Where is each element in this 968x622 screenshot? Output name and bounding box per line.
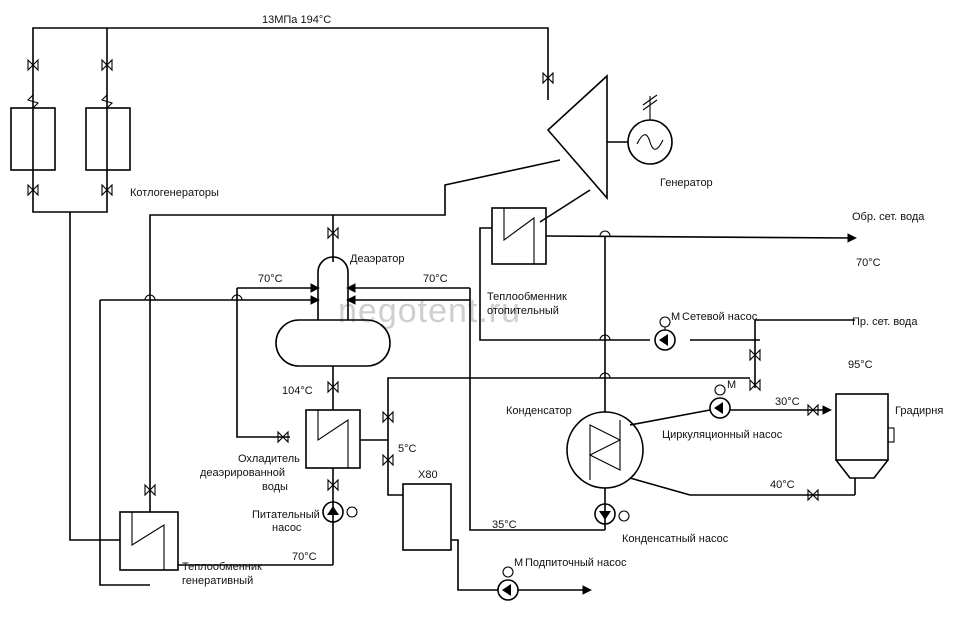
label-temp-70-bottom: 70°C	[292, 551, 317, 563]
makeup-pump-icon	[497, 566, 519, 601]
watermark-text: negotent.ru	[338, 292, 521, 330]
heater-loop	[479, 227, 855, 388]
label-supply-water: Пр. сет. вода	[852, 316, 918, 328]
label-temp-return: 70°C	[856, 257, 881, 269]
label-heating-exchanger-1: Теплообменник	[487, 291, 567, 303]
crossing-marks	[144, 230, 611, 379]
valve-icon	[749, 348, 761, 362]
valve-icon	[277, 430, 289, 444]
label-temp-104: 104°C	[282, 385, 313, 397]
label-feed-pump-1: Питательный	[252, 509, 320, 521]
valve-icon	[382, 453, 394, 467]
label-temp-supply: 95°C	[848, 359, 873, 371]
valve-icon	[327, 478, 339, 492]
label-temp-40: 40°C	[770, 479, 795, 491]
heating-heat-exchanger	[491, 207, 547, 265]
valve-icon	[144, 483, 156, 497]
makeup-water-line	[360, 377, 750, 496]
feed-pump-icon	[322, 501, 358, 523]
label-generator: Генератор	[660, 177, 713, 189]
turbine-to-heater-line	[539, 189, 591, 223]
deaerator-column	[317, 256, 349, 320]
valve-icon	[27, 58, 554, 197]
x80-unit	[402, 483, 452, 551]
label-circulation-pump: Циркуляционный насос	[662, 429, 783, 441]
condenser	[566, 236, 644, 530]
label-temp-35: 35°C	[492, 519, 517, 531]
label-heating-exchanger-2: отопительный	[487, 305, 559, 317]
label-boilers: Котлогенераторы	[130, 187, 219, 199]
label-cooler-3: воды	[262, 481, 288, 493]
label-temp-70-right: 70°C	[423, 273, 448, 285]
valve-icon	[382, 410, 394, 424]
label-cooler-2: деаэрированной	[200, 467, 285, 479]
network-pump-icon	[654, 316, 676, 351]
circulation-pump-icon	[709, 384, 731, 419]
label-return-water: Обр. сет. вода	[852, 211, 925, 223]
label-deaerator: Деаэратор	[350, 253, 404, 265]
label-network-pump: Сетевой насос	[682, 311, 758, 323]
circulation-loop	[629, 405, 856, 496]
valve-icon	[749, 378, 761, 392]
label-condensate-pump: Конденсатный насос	[622, 533, 729, 545]
label-x80: Х80	[418, 469, 438, 481]
condensate-pump-icon	[594, 503, 630, 525]
valve-icon	[807, 488, 819, 502]
steam-line	[32, 27, 549, 192]
makeup-pump-line	[451, 539, 592, 595]
label-regen-2: генеративный	[182, 575, 253, 587]
valve-icon	[807, 403, 819, 417]
label-regen-1: Теплообменник	[182, 561, 262, 573]
cooling-tower	[835, 393, 895, 479]
label-cooling-tower: Градирня	[895, 405, 943, 417]
label-motor-circ: М	[727, 379, 736, 391]
label-motor-makeup: М	[514, 557, 523, 569]
label-condenser: Конденсатор	[506, 405, 572, 417]
label-feed-pump-2: насос	[272, 522, 302, 534]
label-cooler-1: Охладитель	[238, 453, 300, 465]
valve-icon	[327, 226, 339, 240]
boiler-2	[85, 94, 131, 171]
label-top-pressure: 13МПа 194°C	[262, 14, 331, 26]
return-water-line	[545, 233, 857, 243]
label-motor-network: М	[671, 311, 680, 323]
boiler-1	[10, 94, 56, 171]
label-makeup-pump: Подпиточный насос	[525, 557, 627, 569]
generator-icon	[607, 94, 673, 165]
label-temp-70-left: 70°C	[258, 273, 283, 285]
label-temp-30: 30°C	[775, 396, 800, 408]
regen-heat-exchanger	[119, 511, 179, 571]
cooler-heat-exchanger	[305, 409, 361, 469]
boiler-return-line	[32, 192, 120, 541]
label-temp-5: 5°C	[398, 443, 417, 455]
deaerator-inlets	[99, 283, 605, 586]
extraction-line	[149, 159, 561, 490]
turbine-icon	[546, 74, 608, 201]
valve-icon	[327, 380, 339, 394]
